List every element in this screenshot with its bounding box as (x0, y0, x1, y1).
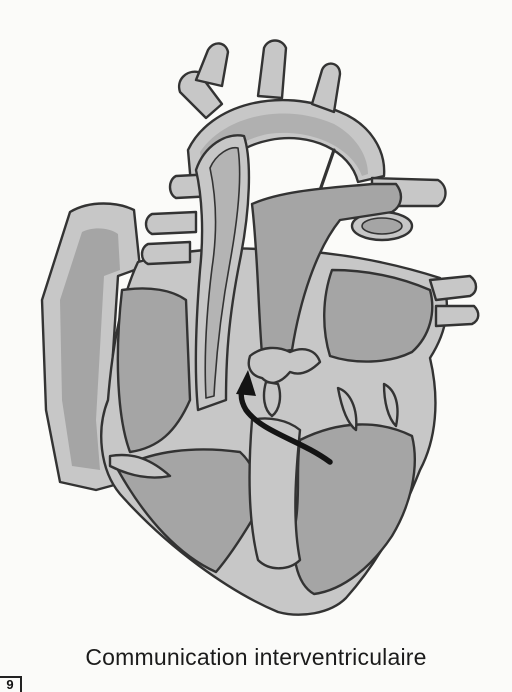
pulmonary-vein-upper (430, 276, 476, 300)
neck-vessel-right (312, 64, 340, 112)
left-atrium-chamber (324, 270, 432, 362)
neck-vessel-middle (258, 41, 286, 99)
figure-caption: Communication interventriculaire (0, 644, 512, 671)
septal-defect-drop (264, 382, 280, 416)
pulmonary-vein-lower (436, 306, 478, 326)
panel-marker: 9 (0, 676, 22, 692)
neck-vessel-left-branch (196, 43, 228, 86)
pulmonary-artery-stub-middle (146, 212, 196, 234)
pulmonary-artery-stub-lower (142, 242, 190, 264)
